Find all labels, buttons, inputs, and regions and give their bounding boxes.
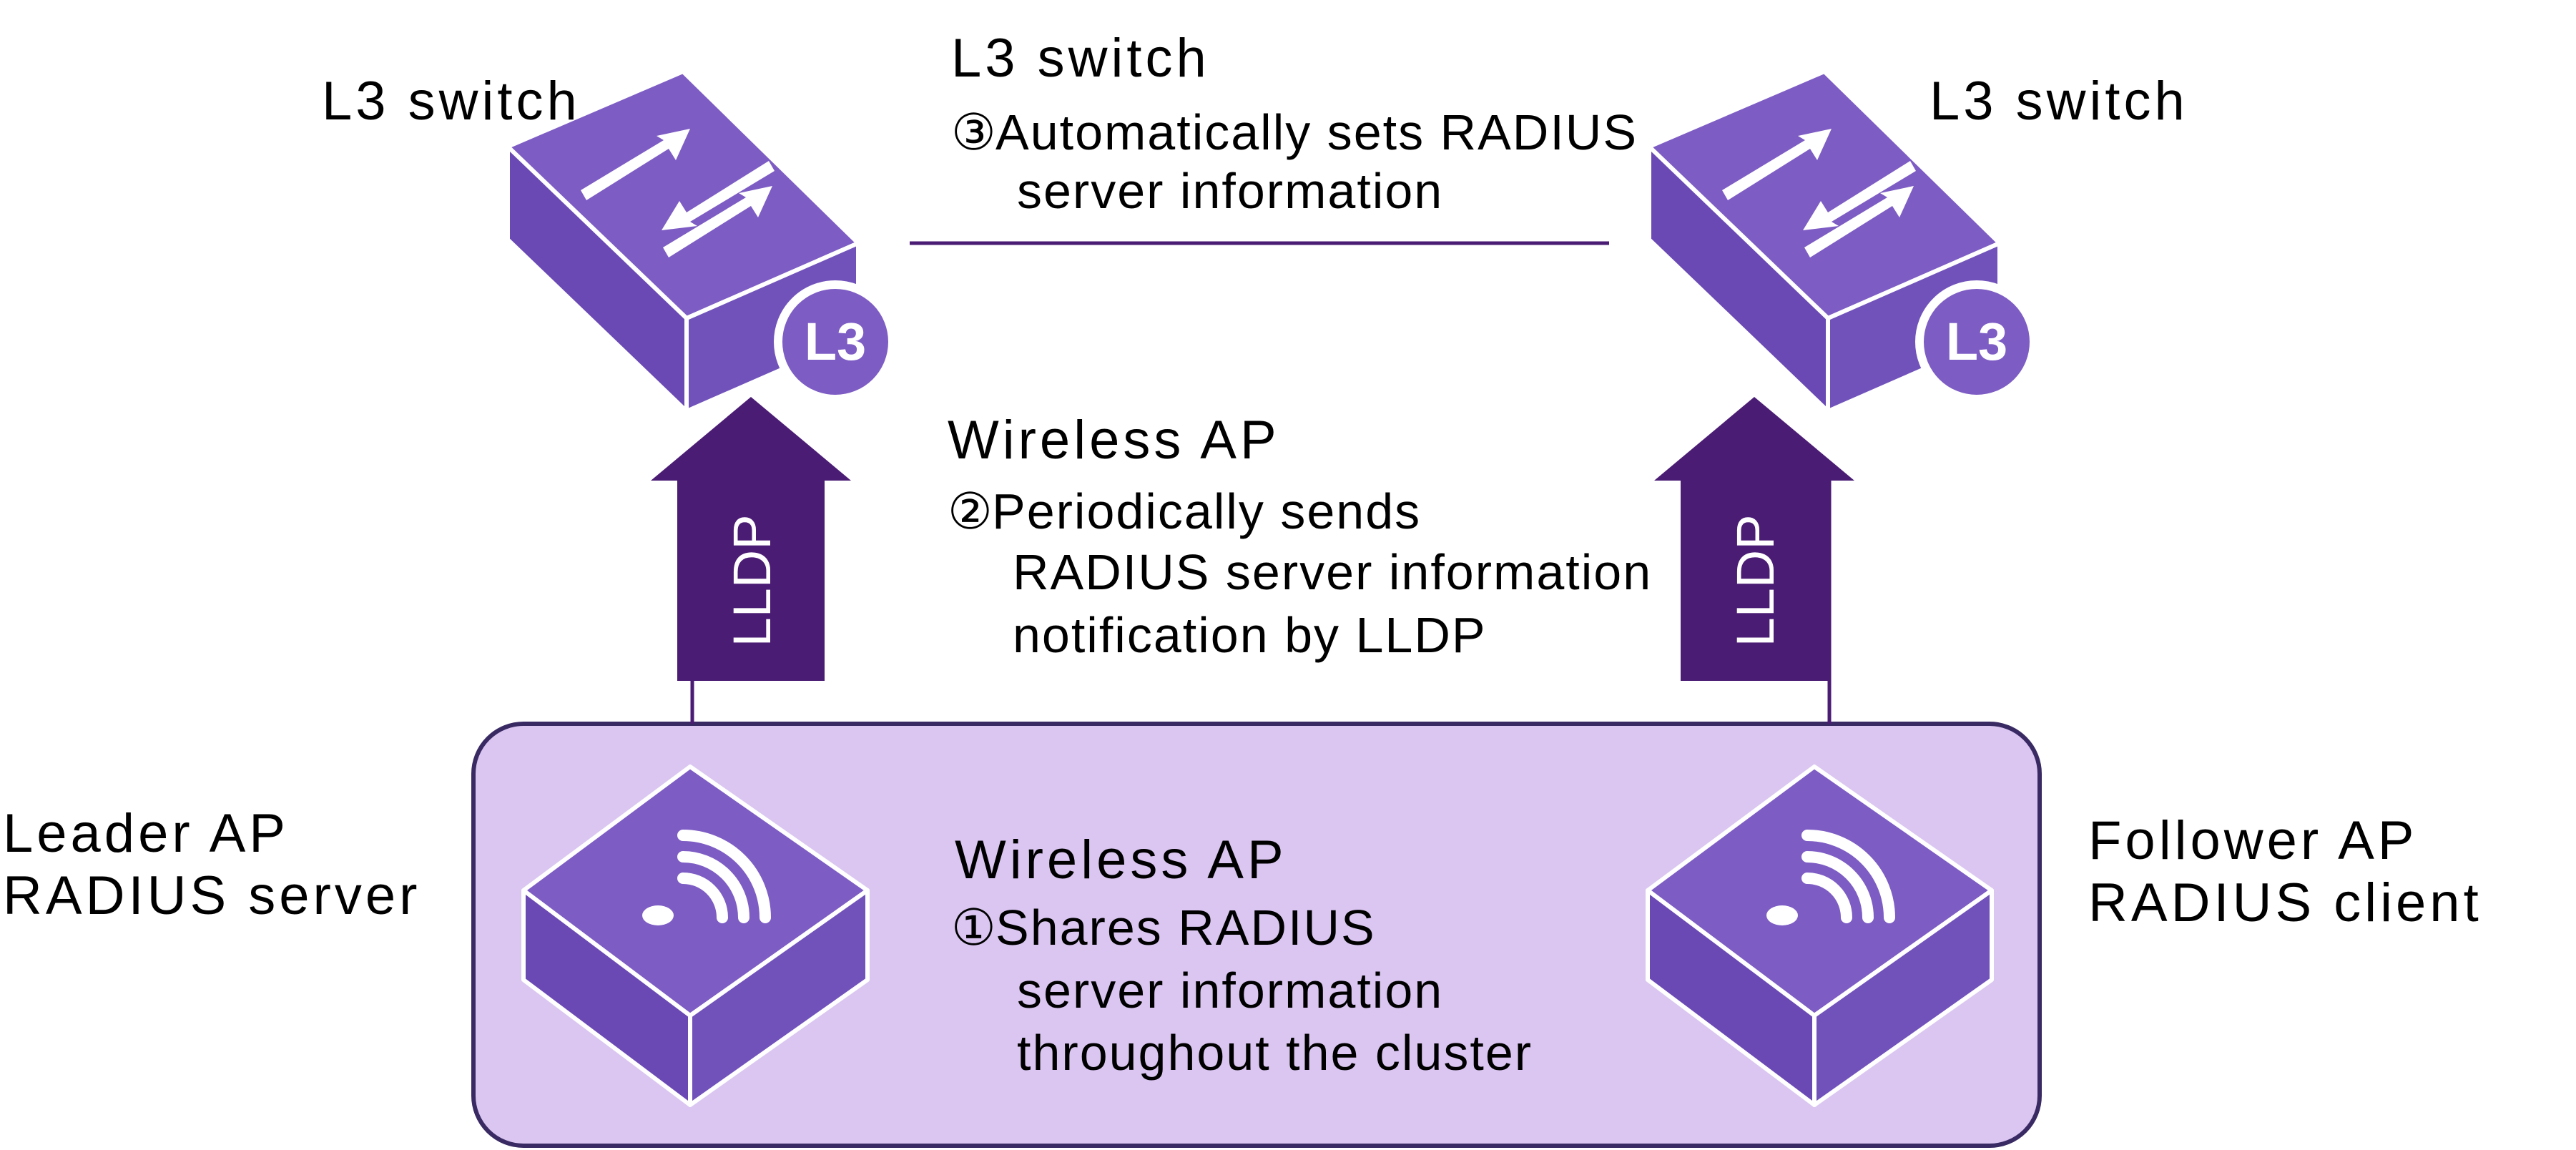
right-lldp-arrow-icon: LLDP bbox=[1654, 397, 1854, 681]
step1-line3: throughout the cluster bbox=[1017, 1025, 1533, 1081]
step1-marker: ① bbox=[951, 900, 998, 955]
step3-line1: ③Automatically sets RADIUS bbox=[951, 107, 1638, 157]
follower-wireless-ap-icon bbox=[1646, 765, 1994, 1107]
step1-actor: Wireless AP bbox=[955, 830, 1287, 890]
step3-marker: ③ bbox=[951, 104, 998, 160]
step3-actor: L3 switch bbox=[951, 28, 1210, 89]
left-switch-title: L3 switch bbox=[322, 71, 581, 132]
right-l3-badge bbox=[1915, 280, 2038, 403]
right-switch-title: L3 switch bbox=[1929, 71, 2188, 132]
cluster-box bbox=[471, 722, 2042, 1148]
follower-ap-line1: Follower AP bbox=[2088, 810, 2418, 871]
left-lldp-label: LLDP bbox=[722, 514, 782, 647]
leader-ap-line1: Leader AP bbox=[3, 803, 289, 864]
step3-text-1: Automatically sets RADIUS bbox=[996, 104, 1638, 160]
leader-ap-line2: RADIUS server bbox=[3, 865, 421, 926]
step2-marker: ② bbox=[948, 483, 994, 539]
step2-line3: notification by LLDP bbox=[1013, 607, 1487, 663]
left-l3-badge bbox=[774, 280, 897, 403]
step2-text-1: Periodically sends bbox=[992, 483, 1422, 539]
left-l3-switch-icon: L3 bbox=[506, 69, 897, 413]
leader-wireless-ap-icon bbox=[521, 765, 870, 1107]
step1-text-1: Shares RADIUS bbox=[996, 900, 1376, 955]
step2-actor: Wireless AP bbox=[948, 410, 1280, 471]
step2-line1: ②Periodically sends bbox=[948, 486, 1421, 536]
left-l3-badge-text: L3 bbox=[805, 312, 866, 371]
step2-line2: RADIUS server information bbox=[1013, 544, 1653, 600]
right-l3-switch-icon: L3 bbox=[1647, 69, 2038, 413]
follower-ap-line2: RADIUS client bbox=[2088, 873, 2482, 933]
step1-line1: ①Shares RADIUS bbox=[951, 903, 1376, 953]
right-lldp-label: LLDP bbox=[1726, 514, 1785, 647]
right-l3-badge-text: L3 bbox=[1946, 312, 2007, 371]
step3-line2: server information bbox=[1017, 163, 1444, 219]
left-lldp-arrow-icon: LLDP bbox=[651, 397, 851, 681]
step1-line2: server information bbox=[1017, 963, 1444, 1018]
